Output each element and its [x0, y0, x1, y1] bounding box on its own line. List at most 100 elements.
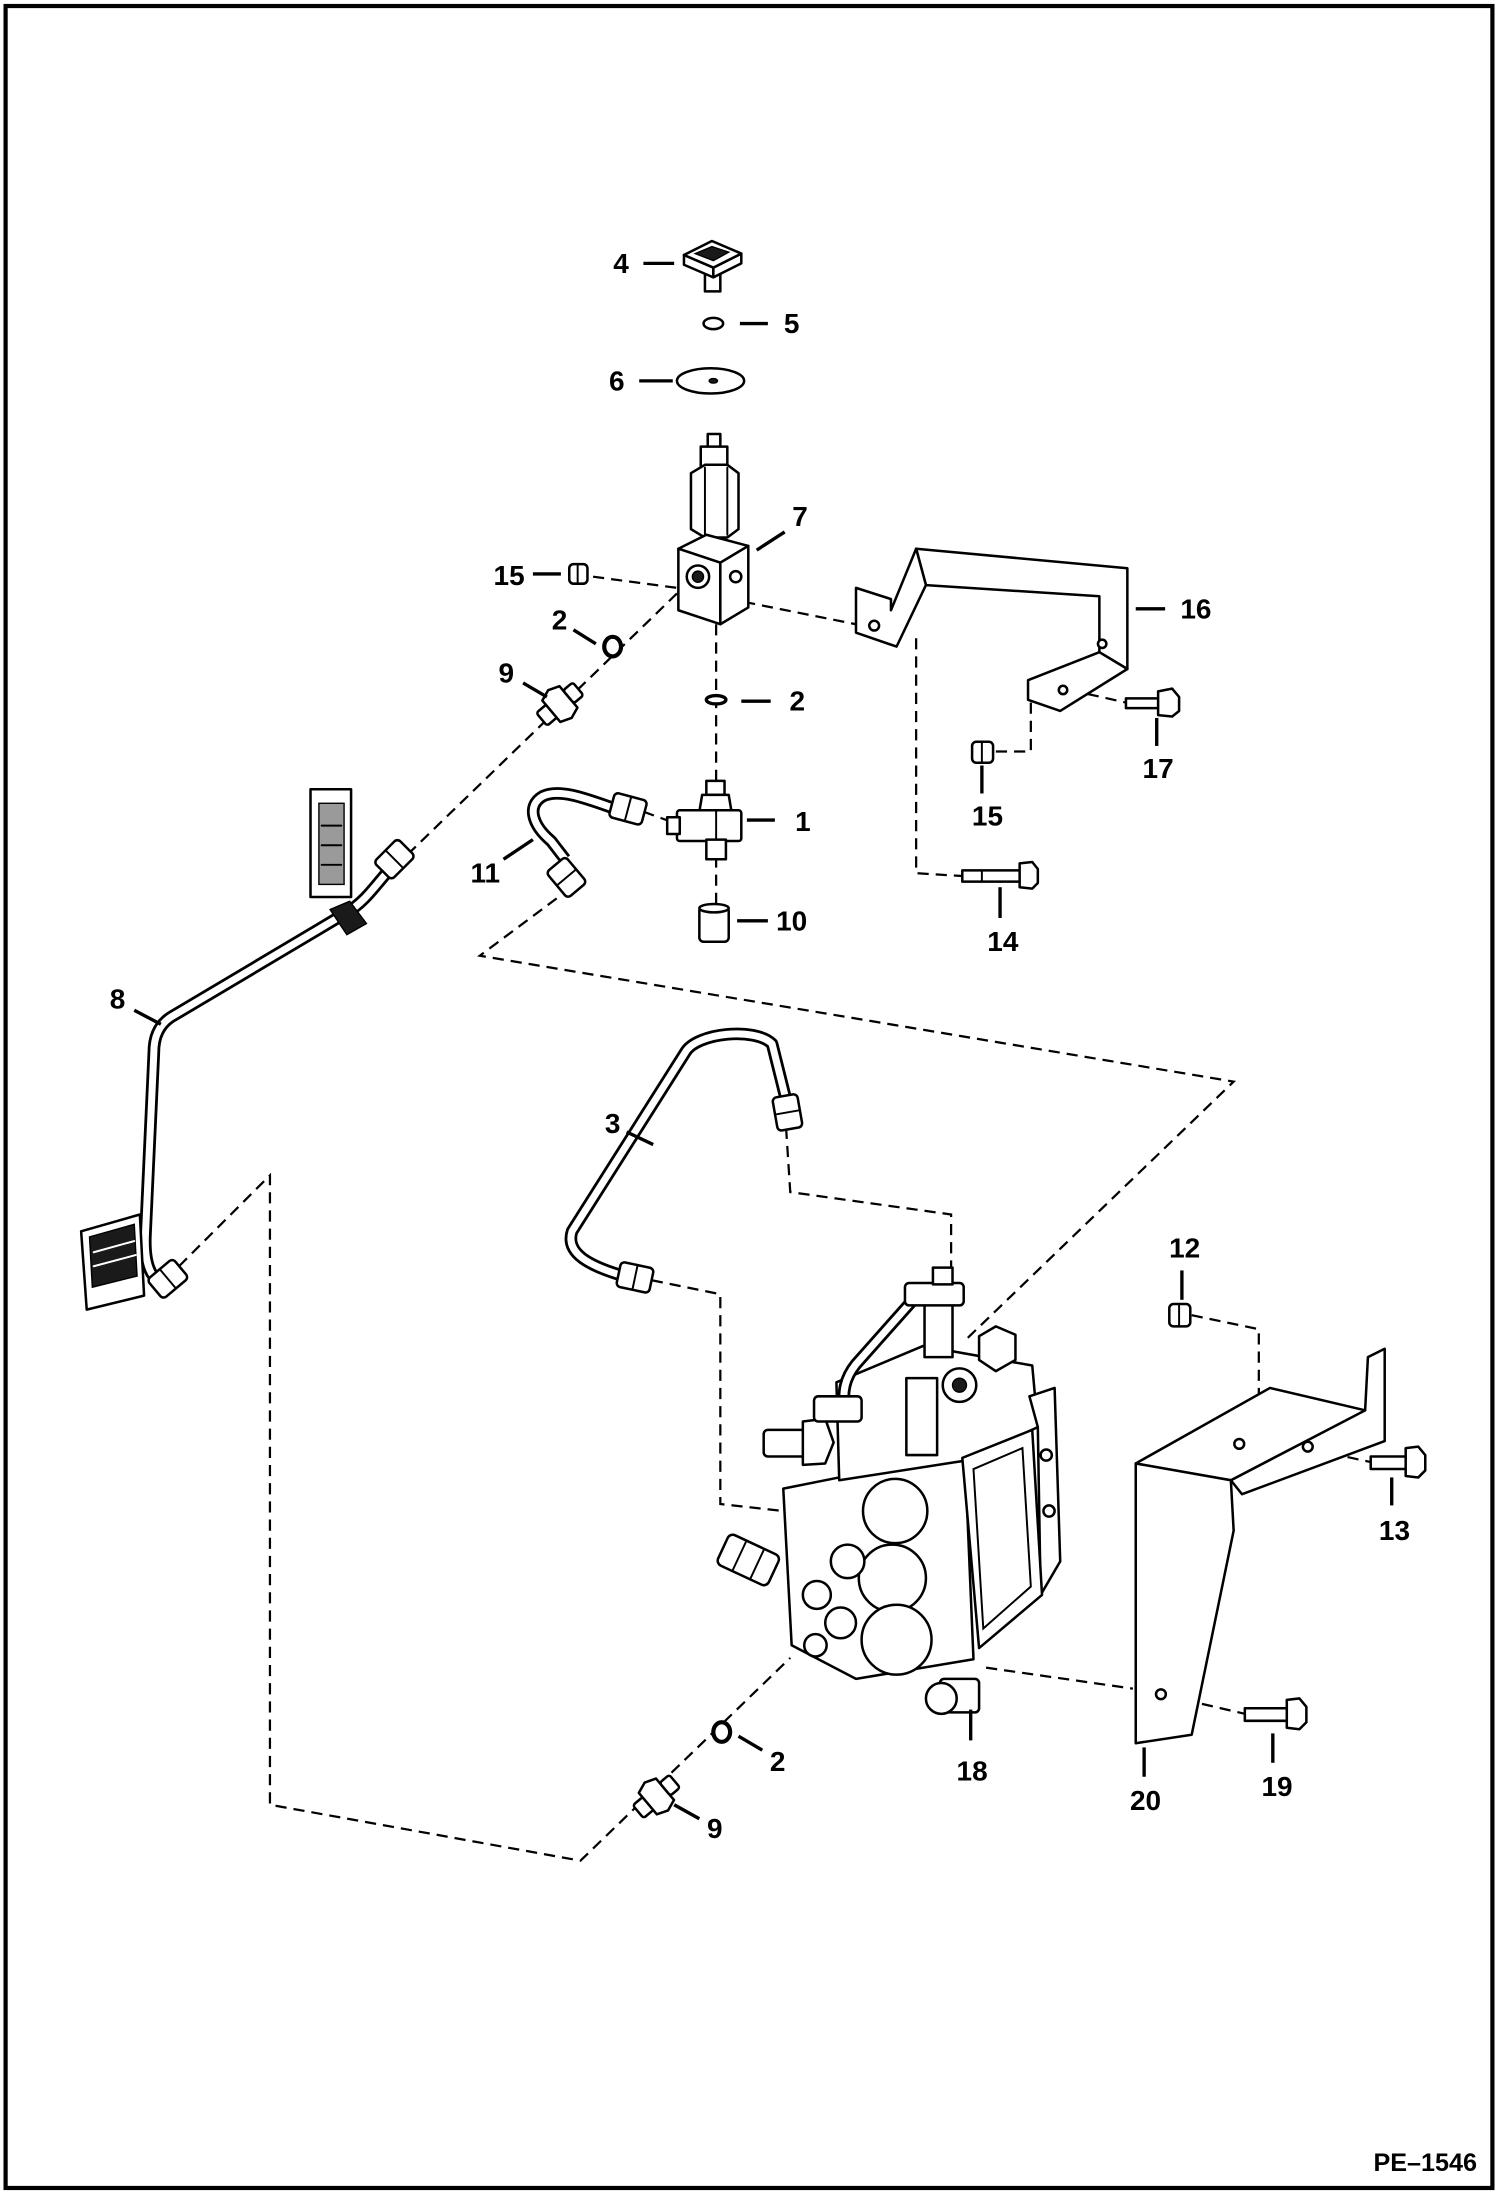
callout-label: 12 — [1169, 1233, 1200, 1264]
part-11-tube-bore — [529, 789, 617, 862]
part-1-run — [675, 809, 743, 843]
part-18-angle-fitting-flat — [749, 1549, 765, 1580]
part-18-control-valve — [716, 1266, 1062, 1716]
part-18-relief-cap — [861, 1477, 929, 1545]
part-9-hex — [541, 684, 579, 724]
part-4-top-recess — [693, 245, 731, 262]
leader-line-9-upper — [522, 681, 548, 699]
callout-label: 3 — [605, 1108, 621, 1139]
part-18-top-port-bore — [951, 1377, 968, 1393]
part-20-hole — [1233, 1437, 1246, 1451]
part-2-o-ring-lower — [711, 1720, 733, 1744]
assembly-line-tube3-upper-to-valve18 — [784, 1127, 953, 1277]
part-19-head — [1285, 1697, 1308, 1731]
part-18-cover-bolt — [1039, 1448, 1054, 1462]
callout-label: 2 — [552, 605, 568, 636]
callout-label: 6 — [609, 365, 625, 396]
assembly-line-nut15-to-bracket16 — [995, 688, 1032, 753]
part-11-tube — [527, 787, 648, 898]
callout-label: 19 — [1261, 1771, 1292, 1802]
part-8-nut-lower-flat — [159, 1269, 177, 1289]
part-2-o-ring-middle — [704, 693, 728, 706]
part-18-plug — [801, 1579, 833, 1611]
part-3-nut-lower — [615, 1261, 655, 1294]
callout-label: 15 — [494, 560, 525, 591]
part-18-relief-cap — [857, 1543, 928, 1613]
assembly-line-nut12-to-bracket20 — [1191, 1314, 1260, 1442]
leader-line-7 — [755, 530, 786, 552]
leader-line-9-lower — [673, 1803, 701, 1821]
part-11-nut-lower-flat — [556, 869, 577, 886]
callout-label: 9 — [499, 658, 515, 689]
drawing-number: PE–1546 — [1374, 2149, 1478, 2177]
part-3-tube — [564, 1027, 804, 1294]
callout-label: 2 — [789, 686, 805, 717]
assembly-line-bracket20-to-bolt19 — [1166, 1694, 1246, 1715]
part-8-sleeve-wrap — [329, 900, 368, 936]
assembly-line-valve18-to-bracket20 — [985, 1666, 1134, 1690]
part-14-bolt — [961, 860, 1040, 890]
part-18-spool-housing — [905, 1376, 939, 1457]
callout-label: 1 — [795, 806, 811, 837]
part-18-plug — [802, 1632, 828, 1658]
part-7-block-side — [719, 544, 750, 626]
part-1-left-nipple — [665, 816, 682, 836]
leader-line-3 — [625, 1130, 654, 1147]
part-18-top-hex — [977, 1325, 1017, 1373]
part-18-relief-cap — [860, 1603, 933, 1676]
callout-label: 8 — [110, 984, 126, 1015]
part-10-cap — [698, 902, 730, 944]
part-18-plug — [823, 1606, 858, 1640]
part-20-hole — [1154, 1688, 1168, 1701]
leader-lines — [133, 261, 1394, 1821]
part-8-decal-lower-print — [88, 1223, 138, 1289]
part-3-nut-lower-flat — [631, 1265, 639, 1290]
callout-label: 10 — [776, 905, 807, 936]
part-16-hole — [868, 619, 881, 632]
part-8-decal-upper-print — [318, 802, 345, 886]
diagram-border — [3, 3, 1495, 2191]
part-8-decal-lower-line — [92, 1240, 136, 1254]
part-9-fitting-lower — [632, 1774, 681, 1819]
part-3-tube-bore — [567, 1030, 790, 1280]
part-1-bottom-nipple — [705, 838, 728, 861]
part-1-top-nipple — [705, 779, 726, 797]
part-7-side-port — [728, 569, 743, 584]
part-7-neck — [699, 445, 729, 468]
part-8-tube-bore — [141, 865, 395, 1286]
part-18-cover-bolt — [1042, 1504, 1056, 1518]
part-2-o-ring-upper — [602, 634, 624, 659]
part-17-shank — [1124, 697, 1161, 710]
part-20-vertical-plate — [1134, 1462, 1235, 1745]
part-9-nose — [562, 682, 584, 704]
callout-label: 5 — [784, 308, 800, 339]
part-7-port-bore — [691, 570, 705, 583]
part-11-nut-upper-flat — [624, 797, 632, 821]
callout-label: 2 — [770, 1746, 786, 1777]
part-13-bolt — [1369, 1445, 1427, 1479]
part-8-sleeve — [329, 900, 368, 936]
callout-label: 9 — [707, 1813, 723, 1844]
part-11-nut-lower — [546, 856, 587, 898]
assembly-line-tube11-to-valve18 — [476, 897, 1237, 1342]
part-8-nut-upper-flat — [385, 850, 404, 869]
part-16-hole — [1096, 638, 1108, 650]
callout-label: 18 — [957, 1756, 988, 1787]
part-20-hole — [1301, 1440, 1314, 1453]
part-3-nut-upper-flat — [775, 1109, 800, 1116]
callout-label: 16 — [1180, 593, 1211, 624]
part-18-side-block — [1028, 1386, 1062, 1597]
part-8-nut-lower — [147, 1258, 189, 1299]
part-18-bottom-fitting-nut — [924, 1681, 958, 1716]
callout-label: 13 — [1379, 1515, 1410, 1546]
part-6-disc-hole — [708, 377, 719, 384]
assembly-line-bracket16-to-bolt14 — [915, 638, 963, 878]
assembly-line-valve7-to-tube8 — [404, 592, 678, 858]
part-5-washer — [702, 316, 725, 331]
callout-label: 17 — [1143, 753, 1174, 784]
part-13-shank — [1369, 1455, 1409, 1471]
part-18-angle-fitting-flat — [731, 1540, 747, 1571]
part-8-tube — [79, 788, 415, 1311]
part-11-nut-upper — [608, 792, 648, 826]
